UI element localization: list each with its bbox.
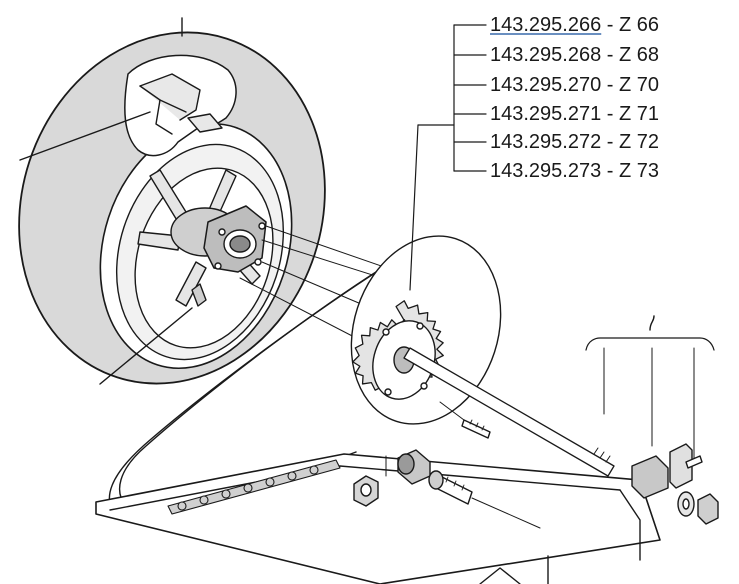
tooth-count: Z 68: [619, 44, 660, 66]
part-label-z66[interactable]: 143.295.266 - Z 66: [490, 14, 659, 36]
swingarm: [95, 453, 661, 584]
part-separator: -: [601, 160, 620, 182]
sprocket-bolt: [439, 401, 491, 439]
part-separator: -: [601, 131, 620, 153]
tire-valve: [191, 283, 207, 307]
part-list-bracket: [409, 24, 487, 291]
adjuster-block: [631, 455, 669, 499]
part-number: 143.295.272: [490, 131, 602, 153]
rear-sprocket: [350, 235, 502, 425]
adjuster-nut: [697, 493, 719, 525]
part-separator: -: [601, 103, 620, 125]
socket-bolt: [428, 470, 541, 529]
part-label-z70: 143.295.270 - Z 70: [490, 74, 659, 96]
sprocket-carrier: [191, 205, 267, 307]
part-label-z73: 143.295.273 - Z 73: [490, 160, 659, 182]
part-number: 143.295.271: [490, 103, 602, 125]
part-number: 143.295.273: [490, 160, 602, 182]
rear-wheel: [18, 17, 326, 385]
tooth-count: Z 72: [619, 131, 660, 153]
rear-axle: [403, 347, 615, 477]
part-label-z72: 143.295.272 - Z 72: [490, 131, 659, 153]
tooth-count: Z 70: [619, 74, 660, 96]
part-label-z68: 143.295.268 - Z 68: [490, 44, 659, 66]
cutaway-leader-line: [19, 111, 151, 161]
tooth-count: Z 71: [619, 103, 660, 125]
part-number: 143.295.268: [490, 44, 602, 66]
part-number-link[interactable]: 143.295.266: [490, 14, 602, 36]
part-separator: -: [601, 74, 620, 96]
tooth-count: Z 66: [619, 14, 660, 36]
adjuster-plate: [669, 443, 693, 489]
tooth-count: Z 73: [619, 160, 660, 182]
valve-leader-line: [99, 307, 193, 385]
part-separator: -: [601, 44, 620, 66]
part-label-z71: 143.295.271 - Z 71: [490, 103, 659, 125]
chain-adjuster: [585, 315, 719, 525]
hex-nut: [353, 475, 379, 507]
part-separator: -: [601, 14, 620, 36]
part-number: 143.295.270: [490, 74, 602, 96]
chain-segment: [167, 459, 341, 515]
